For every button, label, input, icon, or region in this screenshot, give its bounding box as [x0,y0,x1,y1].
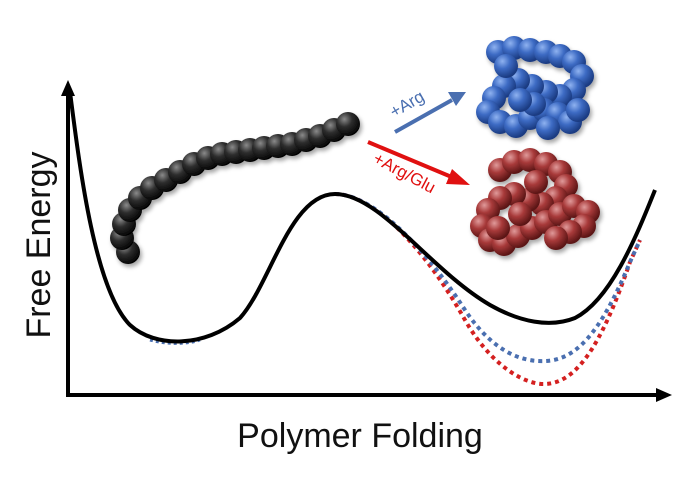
bead [524,170,548,194]
unfolded-polymer [110,112,360,264]
y-axis-arrowhead [61,80,75,96]
axes [61,80,672,402]
bead [508,202,532,226]
folded-polymer-arg-glu [470,148,600,256]
bead [336,112,360,136]
arrow-arg-glu: +Arg/Glu [367,140,470,197]
bead [566,98,590,122]
bead [486,216,510,240]
x-axis-label: Polymer Folding [237,417,483,455]
bead [508,88,532,112]
bead [536,116,560,140]
arrow-arg: +Arg [387,87,466,134]
bead [544,226,568,250]
bead [494,54,518,78]
x-axis-arrowhead [656,388,672,402]
folded-polymer-arg [476,36,594,140]
y-axis-label: Free Energy [20,151,58,338]
curve-baseline [68,91,657,344]
